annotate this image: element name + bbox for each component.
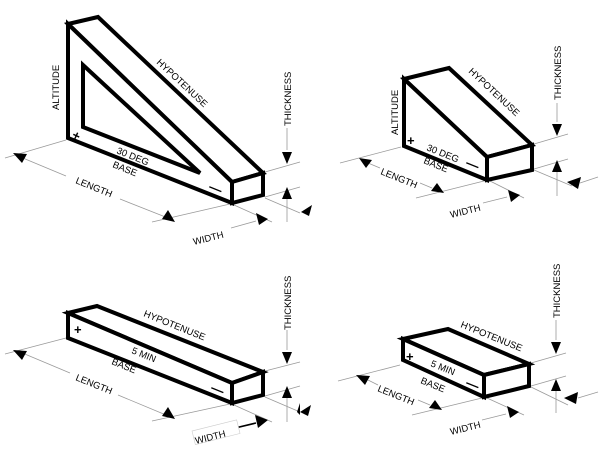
ext-line-length-left xyxy=(4,337,67,355)
label-altitude: ALTITUDE xyxy=(51,65,62,110)
label-length: LENGTH xyxy=(379,167,419,192)
ext-line-thickness-bottom xyxy=(264,385,301,397)
wedge-end-face xyxy=(230,170,265,206)
plus-sign: + xyxy=(407,133,415,148)
width-arrow xyxy=(256,213,268,225)
thickness-arrow-up xyxy=(282,187,292,199)
ext-line-length-left xyxy=(4,139,67,159)
ext-line-width-far xyxy=(264,396,301,413)
label-thickness: THICKNESS xyxy=(553,46,564,100)
width-dim-line-far xyxy=(577,391,599,399)
width-arrow xyxy=(508,190,520,202)
label-thickness: THICKNESS xyxy=(283,72,294,126)
wedge-side-face xyxy=(66,19,234,206)
length-arrow-left xyxy=(359,158,372,168)
label-width: WIDTH xyxy=(192,230,225,248)
width-arrow-far xyxy=(564,392,578,404)
width-label-box xyxy=(191,419,241,445)
minus-sign: — xyxy=(464,155,482,174)
width-dim-line xyxy=(230,220,257,229)
length-dim-line-a xyxy=(367,379,379,386)
label-altitude: ALTITUDE xyxy=(390,90,401,135)
width-dim-line-far xyxy=(579,176,599,184)
ext-line-width-far xyxy=(530,386,569,406)
length-dim-line-a xyxy=(367,162,381,169)
width-arrow-far-left xyxy=(301,205,312,216)
length-arrow-right xyxy=(429,400,442,410)
ext-line-width-right xyxy=(486,397,525,416)
label-width: WIDTH xyxy=(449,203,482,221)
ext-line-length-right xyxy=(415,180,485,199)
ext-line-length-right xyxy=(151,403,231,422)
wedge-inner-cutout xyxy=(81,60,202,175)
width-dim-line xyxy=(482,196,508,204)
width-arrow xyxy=(507,406,519,418)
thickness-arrow-down xyxy=(551,342,561,354)
ext-line-width-far xyxy=(533,169,573,187)
ext-line-thickness-top xyxy=(264,161,301,173)
label-width: WIDTH xyxy=(449,420,482,438)
ext-line-thickness-bottom xyxy=(264,186,301,198)
thickness-arrow-down xyxy=(282,352,292,364)
plus-sign: + xyxy=(406,349,414,364)
length-arrow-right xyxy=(162,210,175,222)
label-thickness: THICKNESS xyxy=(552,264,563,318)
ext-line-thickness-top xyxy=(264,361,301,372)
minus-sign: — xyxy=(209,380,227,399)
thickness-arrow-up xyxy=(282,386,292,398)
width-dim-line xyxy=(481,413,507,421)
width-arrow xyxy=(255,415,268,428)
ext-line-length-left xyxy=(339,146,402,164)
ext-line-thickness-top xyxy=(530,352,567,364)
label-thickness: THICKNESS xyxy=(283,276,294,330)
bar-end-face xyxy=(230,369,265,406)
length-arrow-left xyxy=(13,350,27,360)
thickness-arrow-down xyxy=(282,152,292,164)
ext-line-thickness-bottom xyxy=(533,158,569,170)
thickness-arrow-up xyxy=(551,379,561,391)
ext-line-width-far xyxy=(264,197,301,214)
label-length: LENGTH xyxy=(74,176,114,201)
length-arrow-right xyxy=(431,183,444,193)
ext-line-length-right xyxy=(411,397,483,416)
label-length: LENGTH xyxy=(376,384,416,409)
width-arrow-far-left xyxy=(300,405,311,416)
panel-long-bar: + — HYPOTENUSE 5 MIN BASE LENGTH WIDTH T… xyxy=(4,276,301,447)
length-arrow-right xyxy=(162,407,175,419)
block-end-face xyxy=(482,361,531,400)
panel-short-bar: + — HYPOTENUSE 5 MIN BASE LENGTH WIDTH T… xyxy=(300,264,599,438)
length-dim-line-b xyxy=(117,394,167,416)
label-length: LENGTH xyxy=(74,373,114,398)
length-dim-line-a xyxy=(17,155,67,177)
length-dim-line-b xyxy=(419,182,433,189)
length-dim-line-b xyxy=(417,399,431,406)
width-arrow-far xyxy=(567,177,581,189)
minus-sign: — xyxy=(464,375,482,394)
panel-small-wedge: + — ALTITUDE HYPOTENUSE 30 DEG BASE LENG… xyxy=(301,46,599,221)
plus-sign: + xyxy=(74,322,82,337)
length-arrow-left xyxy=(13,153,27,163)
length-dim-line-a xyxy=(19,351,71,374)
length-dim-line-b xyxy=(119,198,169,219)
wedge-end-face xyxy=(485,142,534,183)
thickness-arrow-up xyxy=(552,160,562,172)
minus-sign: — xyxy=(207,179,225,198)
width-arrow-far xyxy=(297,403,300,415)
panel-large-wedge: + — ALTITUDE HYPOTENUSE 30 DEG BASE LENG… xyxy=(4,14,301,248)
ext-line-thickness-bottom xyxy=(530,375,567,387)
thickness-arrow-down xyxy=(552,124,562,136)
ext-line-thickness-top xyxy=(533,133,569,145)
ext-line-length-left xyxy=(337,364,401,382)
length-arrow-left xyxy=(356,375,370,385)
